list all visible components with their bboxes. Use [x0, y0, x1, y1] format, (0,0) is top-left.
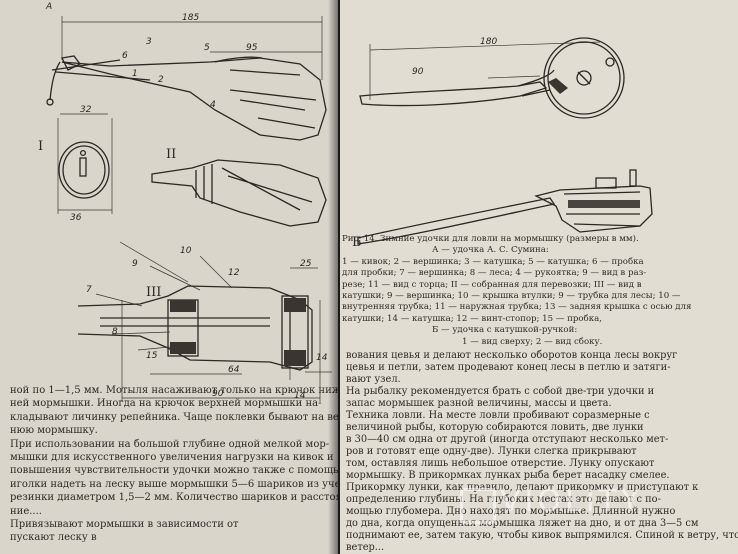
roman-i: I: [38, 139, 43, 154]
right-page: 180 90 Б Рис. 14. Зимние удочки для ловл…: [340, 0, 738, 554]
label-4: 4: [210, 100, 216, 110]
text-line: вования цевья и делают несколько оборото…: [346, 350, 678, 361]
label-10: 10: [180, 246, 192, 256]
text-line: кладывают личинку репейника. Чаще поклев…: [10, 411, 338, 423]
reel-rod-top-view: [359, 37, 625, 119]
reel-rod-technical-drawing: 180 90 Б: [352, 37, 653, 250]
label-8: 8: [112, 327, 118, 337]
label-12: 12: [228, 268, 240, 278]
transport-view-drawing: [151, 159, 327, 227]
caption-line: Рис. 14. Зимние удочки для ловли на морм…: [342, 234, 639, 244]
rod-assembly-drawing: [46, 16, 327, 141]
text-line: мормышку. В прикормках лунках рыба берет…: [346, 470, 670, 481]
dim-180: 180: [480, 37, 497, 47]
caption-line: Б — удочка с катушкой-ручкой:: [432, 325, 578, 336]
dim-14: 14: [294, 391, 306, 401]
text-line: Привязывают мормышки в зависимости от: [10, 518, 239, 530]
text-line: При использовании на большой глубине одн…: [10, 438, 330, 450]
roman-ii: II: [166, 147, 176, 162]
dim-90: 90: [212, 389, 224, 399]
text-line: На рыбалку рекомендуется брать с собой д…: [346, 386, 655, 397]
text-line: мощью глубомера. Дно находят по мормышке…: [346, 506, 676, 517]
watermark-logo-icon: [460, 488, 496, 524]
caption-line: для пробки; 7 — вершинка; 8 — леса; 4 — …: [342, 268, 647, 279]
caption-line: катушки; 14 — катушка; 12 — винт-стопор;…: [342, 313, 602, 324]
left-body-text: ной по 1—1,5 мм. Мотыля насаживают тольк…: [10, 384, 338, 545]
text-line: мышки для искусственного увеличения нагр…: [10, 451, 334, 463]
end-view-drawing: [57, 113, 113, 214]
text-line: вают узел.: [346, 374, 401, 385]
caption-line: 1 — вид сверху; 2 — вид сбоку.: [462, 336, 603, 347]
text-line: резинки диаметром 1,5—2 мм. Количество ш…: [10, 492, 338, 504]
reel-rod-side-view: [357, 169, 653, 245]
caption-line: резе; 11 — вид с торца; II — собранная д…: [342, 279, 642, 290]
label-b: Б: [352, 235, 362, 250]
caption-line: 1 — кивок; 2 — вершинка; 3 — катушка; 5 …: [342, 256, 644, 267]
label-1: 1: [132, 69, 138, 79]
label-7: 7: [86, 285, 92, 295]
text-line: до дна, когда опущенная мормышка ляжет н…: [346, 518, 699, 529]
section-view-drawing: [77, 241, 332, 402]
label-5: 5: [204, 43, 210, 53]
label-15: 15: [146, 351, 158, 361]
text-line: ветер...: [346, 542, 385, 553]
text-line: цевья и петли, затем продевают конец лес…: [346, 362, 671, 373]
label-14: 14: [316, 353, 328, 363]
text-line: в 30—40 см одна от другой (иногда отступ…: [346, 434, 669, 445]
fishing-rod-technical-drawing: A 185 95 1 2 3 4 5 6 I 32 36 II 10 9 12 …: [38, 2, 332, 402]
dim-36: 36: [70, 213, 82, 223]
dim-32: 32: [80, 105, 92, 115]
text-line: ние....: [10, 505, 42, 517]
text-line: том, оставляя лишь небольшое отверстие. …: [346, 458, 655, 469]
right-body-text: вования цевья и делают несколько оборото…: [346, 350, 738, 554]
label-9: 9: [132, 259, 138, 269]
dim-95: 95: [246, 43, 258, 53]
label-a: A: [45, 2, 52, 12]
text-line: ней мормышки. Иногда на крючок верхней м…: [10, 398, 322, 410]
text-line: определению глубины. На глубоких местах …: [346, 494, 661, 505]
text-line: нюю мормышку.: [10, 425, 98, 437]
text-line: ной по 1—1,5 мм. Мотыля насаживают тольк…: [10, 385, 338, 396]
caption-line: катушки; 9 — вершинка; 10 — крышка втулк…: [342, 290, 681, 301]
figure-caption: Рис. 14. Зимние удочки для ловли на морм…: [342, 234, 691, 348]
caption-line: внутренняя трубка; 11 — наружная трубка;…: [342, 302, 692, 313]
caption-line: А — удочка А. С. Сумина:: [432, 245, 549, 256]
dim-90-right: 90: [412, 67, 424, 77]
label-2: 2: [158, 75, 164, 85]
dim-185: 185: [182, 13, 199, 23]
text-line: Прикормку лунки, как правило, делают при…: [346, 482, 699, 493]
text-line: величиной рыбы, которую собираются ловит…: [346, 422, 644, 433]
text-line: запас мормышек разной величины, массы и …: [346, 398, 612, 409]
text-line: иголки надеть на леску выше мормышки 5—6…: [10, 478, 338, 490]
roman-iii: III: [146, 285, 161, 300]
text-line: ров и готовят еще одну-две). Лунки слегк…: [346, 446, 637, 457]
watermark: VIOLITY: [500, 484, 644, 519]
label-6: 6: [122, 51, 128, 61]
left-page: A 185 95 1 2 3 4 5 6 I 32 36 II 10 9 12 …: [0, 0, 338, 554]
label-3: 3: [146, 37, 152, 47]
dim-25: 25: [300, 259, 312, 269]
text-line: Техника ловли. На месте ловли пробивают …: [346, 410, 650, 421]
dim-64: 64: [228, 365, 240, 375]
text-line: поднимают ее, затем такую, чтобы кивок в…: [346, 530, 738, 541]
text-line: повышения чувствительности удочки можно …: [10, 465, 338, 477]
text-line: пускают леску в: [10, 532, 97, 544]
